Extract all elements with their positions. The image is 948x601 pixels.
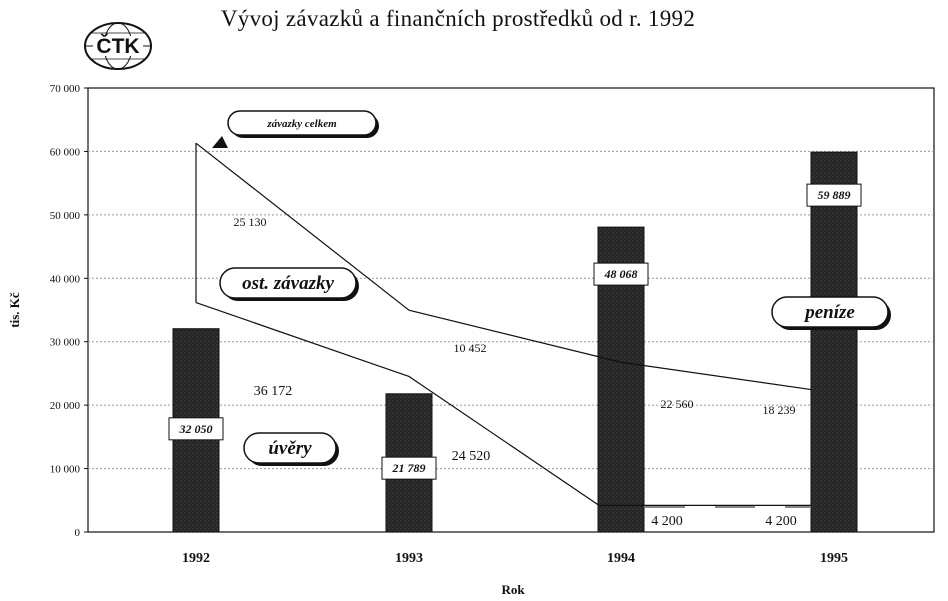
x-tick-label: 1994	[607, 551, 635, 566]
bar-value-box	[593, 262, 649, 286]
uvery-value: 24 520	[452, 449, 491, 464]
x-tick-label: 1993	[395, 551, 423, 566]
chart-labels: 32 050 21 789 48 068 59 889 25 130 10 452 22 5…	[168, 183, 862, 529]
bar-value-box	[168, 417, 224, 441]
x-axis-label: Rok	[501, 582, 525, 597]
ctk-logo: ČTK	[84, 22, 152, 70]
uvery-value: 36 172	[254, 384, 293, 399]
y-axis-label: tis. Kč	[7, 292, 22, 328]
x-tick-label: 1995	[820, 551, 848, 566]
chart-title: Vývoj závazků a finančních prostředků od…	[220, 6, 696, 31]
callout-penize-text: peníze	[803, 302, 855, 323]
y-tick-label: 30 000	[50, 337, 81, 349]
callout-uvery	[243, 432, 337, 464]
bar-value-label: 48 068	[604, 267, 638, 281]
y-tick-label: 60 000	[50, 146, 81, 158]
chart-callouts: závazky celkem ost. závazky úvěry peníze	[212, 110, 891, 466]
bar-value-label: 32 050	[179, 422, 213, 436]
callout-uvery-text: úvěry	[268, 438, 312, 459]
line-uvery	[195, 301, 812, 506]
bar-series	[172, 151, 858, 533]
ost-zavazky-value: 18 239	[763, 403, 796, 417]
callout-arrow	[212, 136, 228, 148]
uvery-value: 4 200	[765, 514, 797, 529]
callout-ost-zavazky-text: ost. závazky	[242, 273, 334, 294]
callout-ost-zavazky	[219, 267, 357, 299]
bar-value-label: 21 789	[392, 461, 426, 475]
y-tick-label: 20 000	[50, 400, 81, 412]
uvery-value: 4 200	[651, 514, 683, 529]
callout-zavazky-celkem	[227, 110, 377, 136]
callout-zavazky-celkem-text: závazky celkem	[266, 118, 337, 130]
bar-value-label: 59 889	[818, 188, 851, 202]
bar-value-box	[381, 456, 437, 480]
x-axis-ticks: 1992 1993 1994 1995	[182, 551, 848, 566]
y-tick-label: 50 000	[50, 210, 81, 222]
y-tick-label: 40 000	[50, 273, 81, 285]
line-zavazky-celkem	[195, 142, 813, 391]
y-axis-ticks: 0 10 000 20 000 30 000 40 000 50 000 60 000 70 …	[50, 83, 88, 539]
y-tick-label: 70 000	[50, 83, 81, 95]
plot-frame	[87, 87, 935, 533]
ost-zavazky-value: 22 560	[661, 397, 694, 411]
ost-zavazky-value: 25 130	[234, 215, 267, 229]
y-tick-label: 0	[75, 527, 81, 539]
callout-penize	[771, 296, 889, 328]
bar-value-box	[806, 183, 862, 207]
y-tick-label: 10 000	[50, 464, 81, 476]
x-tick-label: 1992	[182, 551, 210, 566]
logo-text: ČTK	[96, 34, 139, 58]
bar-penize	[810, 151, 858, 533]
line-series	[195, 142, 813, 506]
ost-zavazky-value: 10 452	[454, 341, 487, 355]
